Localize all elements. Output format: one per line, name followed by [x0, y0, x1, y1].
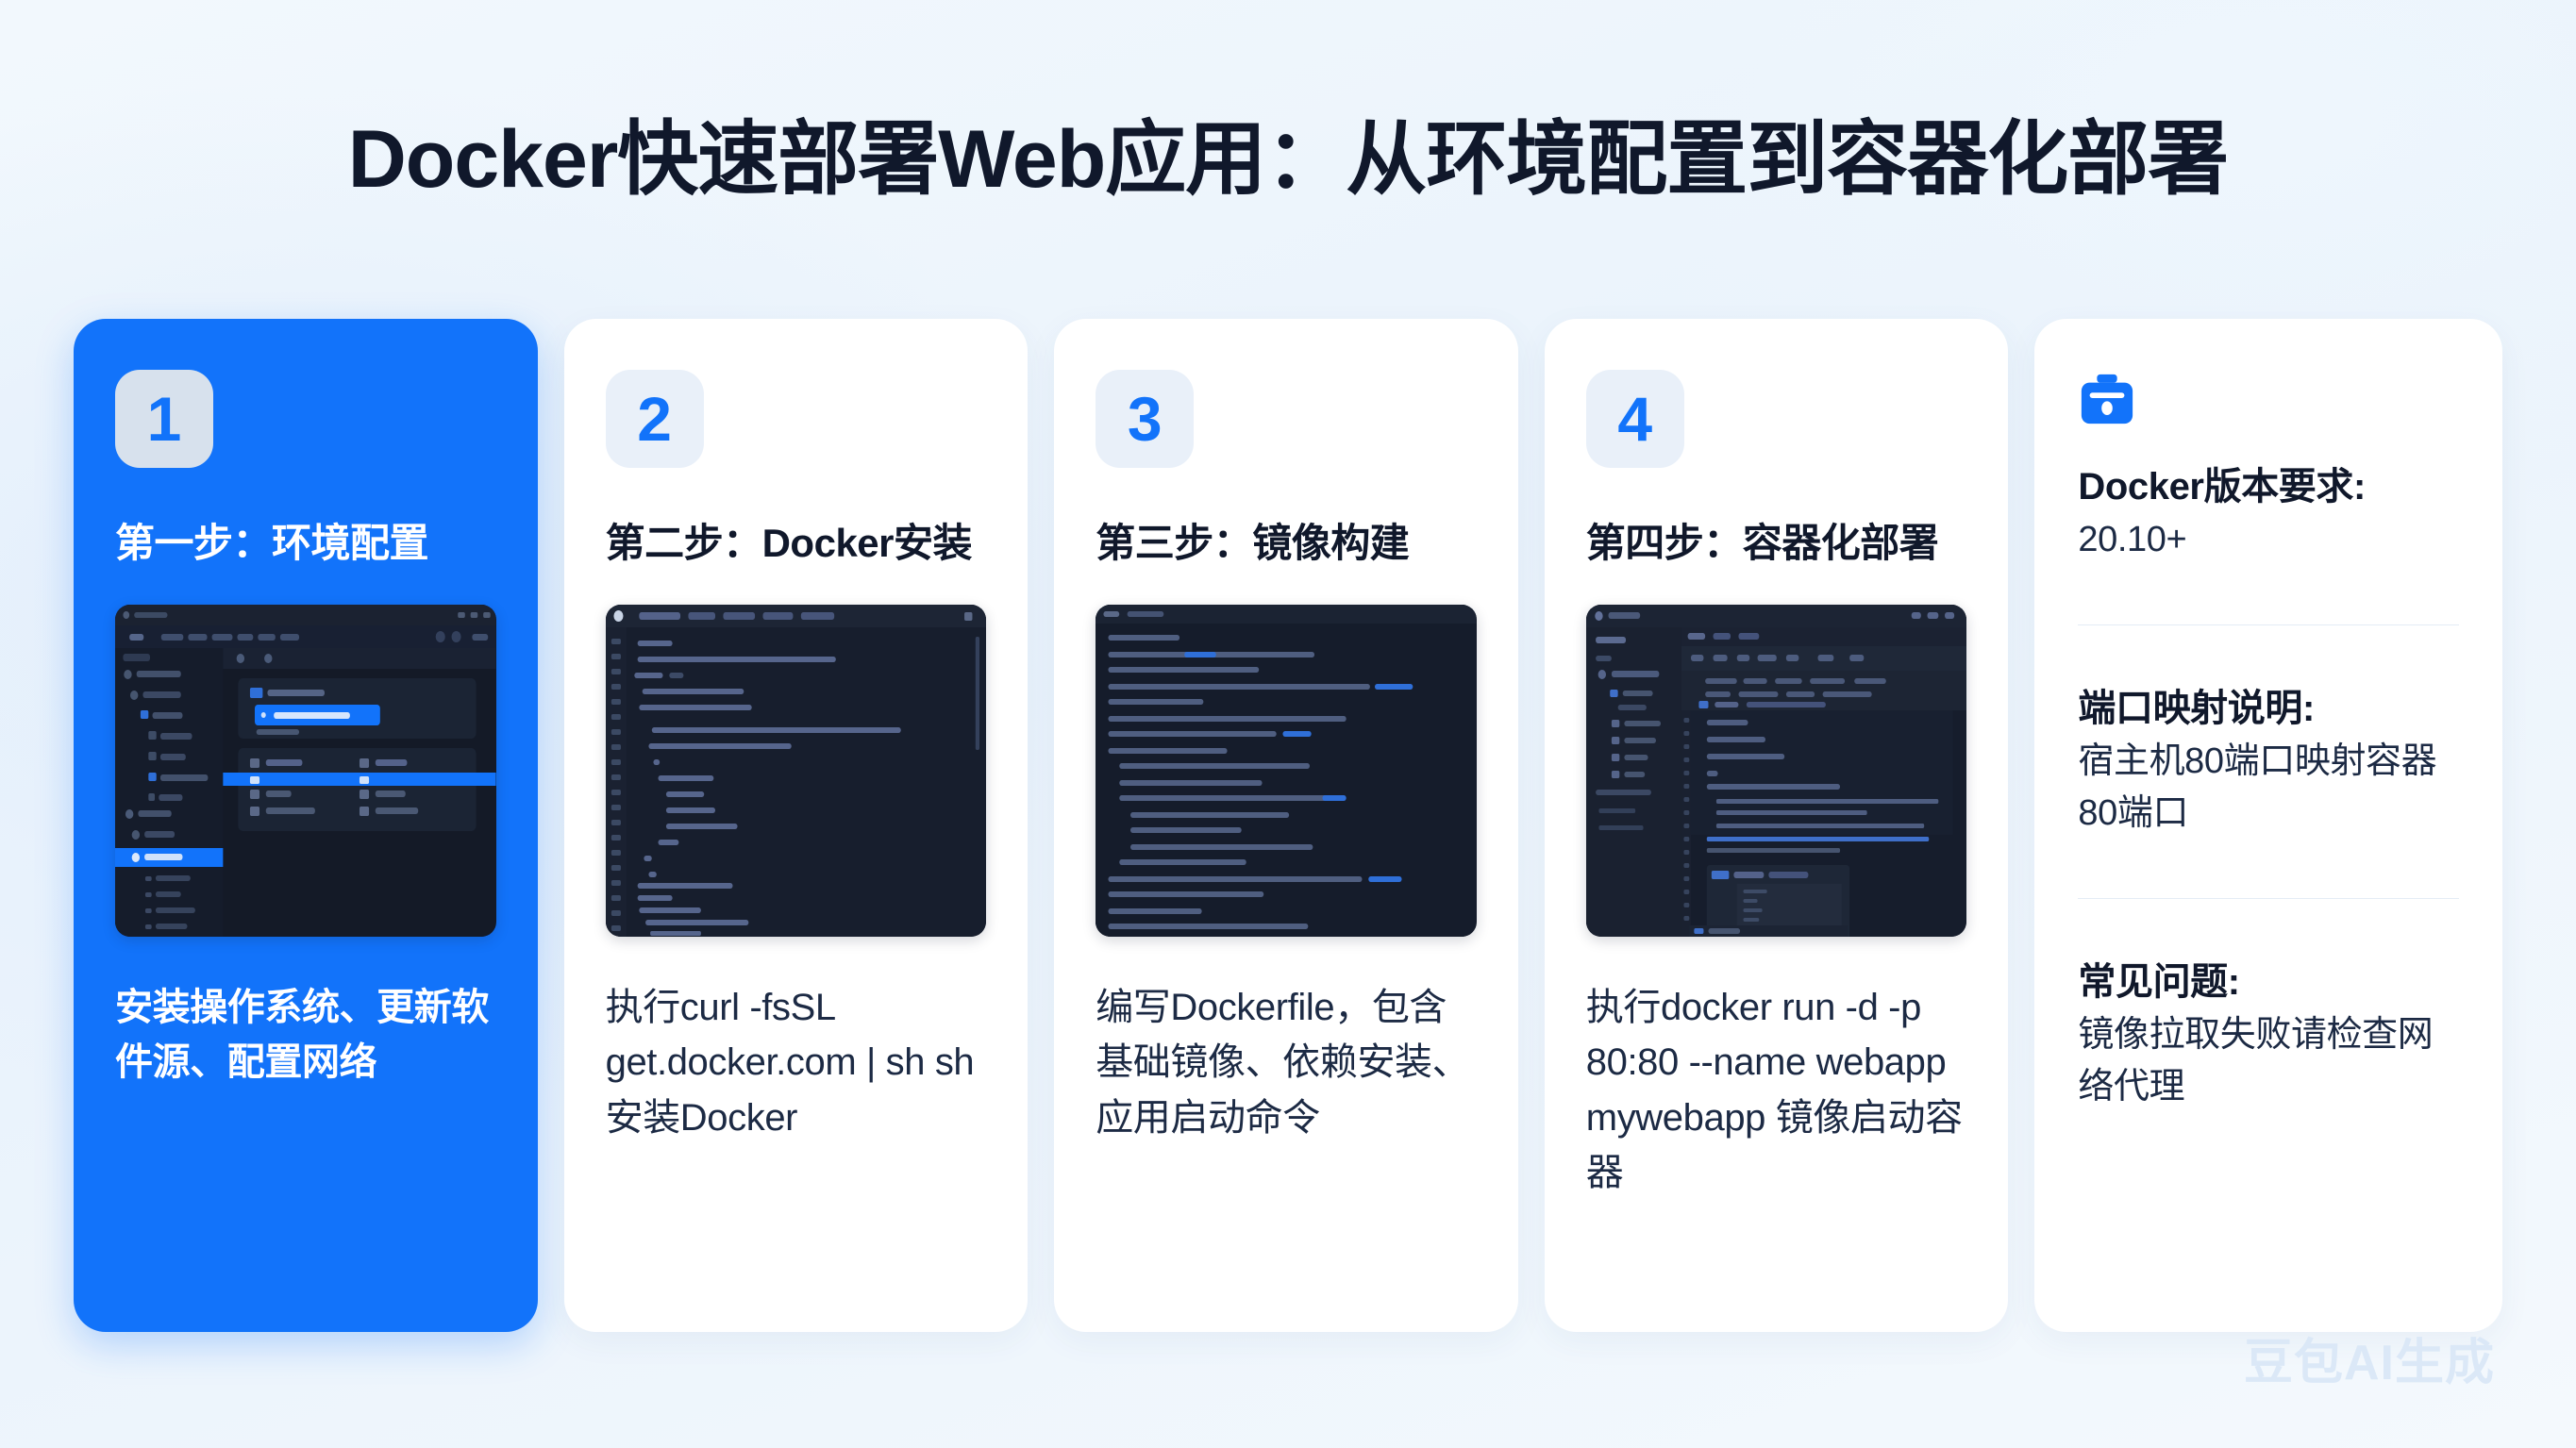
step-badge-4: 4: [1585, 370, 1684, 468]
info-divider-1: [2078, 624, 2459, 625]
step-badge-1: 1: [115, 370, 213, 468]
info-block-faq: 常见问题: 镜像拉取失败请检查网络代理: [2078, 956, 2459, 1113]
step-description-2: 执行curl -fsSL get.docker.com | sh sh安装Doc…: [605, 987, 975, 1139]
step-title-2: 第二步：Docker安装: [605, 521, 973, 565]
info-heading-version: Docker版本要求:: [2078, 466, 2366, 508]
step-thumbnail-3: [1096, 605, 1477, 937]
step-description-4: 执行docker run -d -p 80:80 --name webapp m…: [1585, 987, 1963, 1194]
watermark: 豆包AI生成: [2243, 1336, 2495, 1390]
step-card-2[interactable]: 2 第二步：Docker安装: [563, 319, 1029, 1332]
step-description-1: 安装操作系统、更新软件源、配置网络: [115, 987, 489, 1084]
info-block-port-mapping: 端口映射说明: 宿主机80端口映射容器80端口: [2078, 682, 2459, 840]
step-thumbnail-4: [1585, 605, 1967, 937]
step-badge-2: 2: [605, 370, 704, 468]
spacer-2: [2078, 625, 2459, 682]
info-panel: Docker版本要求: 20.10+ 端口映射说明: 宿主机80端口映射容器80…: [2034, 319, 2502, 1332]
steps-deck: 1 第一步：环境配置: [74, 319, 2502, 1332]
step-thumbnail-1: [115, 605, 496, 937]
step-description-3: 编写Dockerfile，包含基础镜像、依赖安装、应用启动命令: [1096, 987, 1470, 1139]
step-card-1[interactable]: 1 第一步：环境配置: [74, 319, 538, 1332]
step-card-4[interactable]: 4 第四步：容器化部署: [1544, 319, 2009, 1332]
step-title-4: 第四步：容器化部署: [1585, 521, 1939, 565]
step-thumbnail-2: [605, 605, 987, 937]
info-heading-port-mapping: 端口映射说明:: [2078, 687, 2315, 729]
page-title: Docker快速部署Web应用：从环境配置到容器化部署: [347, 114, 2230, 205]
info-body-version: 20.10+: [2078, 519, 2187, 559]
info-heading-faq: 常见问题:: [2078, 960, 2240, 1003]
step-title-3: 第三步：镜像构建: [1096, 521, 1410, 565]
spacer-1: [2078, 566, 2459, 624]
toolbox-icon: [2078, 370, 2136, 428]
spacer-4: [2078, 899, 2459, 956]
step-badge-3: 3: [1096, 370, 1195, 468]
spacer-3: [2078, 840, 2459, 898]
step-title-1: 第一步：环境配置: [115, 521, 429, 565]
info-divider-2: [2078, 897, 2459, 899]
info-body-port-mapping: 宿主机80端口映射容器80端口: [2078, 741, 2437, 833]
step-card-3[interactable]: 3 第三步：镜像构建: [1054, 319, 1518, 1332]
info-body-faq: 镜像拉取失败请检查网络代理: [2078, 1014, 2434, 1107]
info-block-version: Docker版本要求: 20.10+: [2078, 428, 2459, 566]
